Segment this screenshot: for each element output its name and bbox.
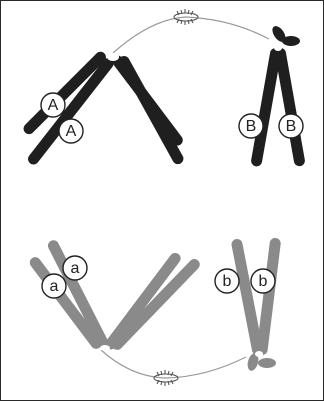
label-B-2-text: B: [286, 118, 297, 135]
upper-right-chromosome: [251, 26, 305, 167]
label-a-1: a: [41, 273, 67, 299]
label-b-1: b: [214, 268, 240, 294]
label-B-1: B: [238, 113, 264, 139]
lower-spindle-arc: [100, 349, 247, 379]
centriole-bottom-icon: [153, 370, 179, 386]
upper-left-chromosome: [23, 51, 184, 165]
upper-spindle-arc: [112, 16, 270, 54]
label-B-2: B: [278, 113, 304, 139]
label-A-1: A: [40, 92, 66, 118]
label-b-2-text: b: [259, 273, 268, 290]
label-B-1-text: B: [246, 118, 257, 135]
label-A-2-text: A: [66, 123, 77, 140]
label-a-1-text: a: [50, 278, 59, 295]
label-b-2: b: [250, 268, 276, 294]
label-a-2: a: [62, 255, 88, 281]
label-b-1-text: b: [223, 273, 232, 290]
label-A-2: A: [58, 118, 84, 144]
label-A-1-text: A: [48, 97, 59, 114]
label-a-2-text: a: [71, 260, 80, 277]
lower-right-chromosome: [231, 237, 281, 371]
centriole-top-icon: [173, 9, 199, 25]
